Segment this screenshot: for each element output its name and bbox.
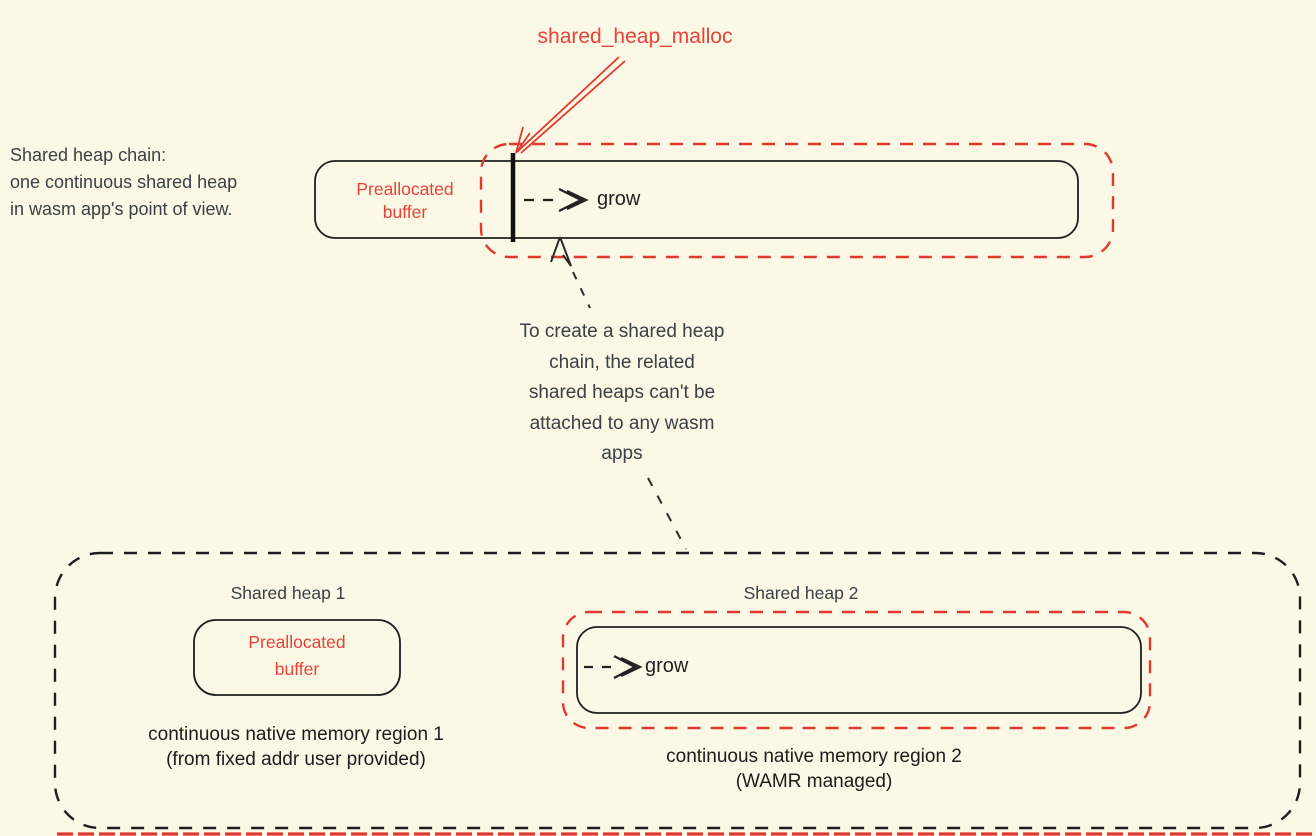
annotation-line: To create a shared heap xyxy=(519,321,725,342)
shared-heap-chain-annotation: To create a shared heap chain, the relat… xyxy=(472,317,772,470)
caption-line: (WAMR managed) xyxy=(735,771,893,792)
annotation-line: apps xyxy=(601,443,643,464)
heap-chain-shared-heap2-dashed-region xyxy=(479,142,1115,259)
annotation-line: shared heaps can't be xyxy=(528,382,716,403)
preallocated-buffer-label: Preallocated buffer xyxy=(356,179,454,222)
note-line: Shared heap chain: xyxy=(10,145,167,165)
heap-chain-note: Shared heap chain: one continuous shared… xyxy=(10,142,237,223)
shared-heap2-title: Shared heap 2 xyxy=(743,583,859,603)
memory-region1-caption: continuous native memory region 1 (from … xyxy=(116,722,476,772)
note-line: one continuous shared heap xyxy=(10,172,238,192)
annotation-line: attached to any wasm xyxy=(529,412,715,434)
preallocated-buffer-label: Preallocated buffer xyxy=(248,632,346,679)
caption-line: continuous native memory region 1 xyxy=(148,724,444,745)
caption-line: (from fixed addr user provided) xyxy=(166,749,426,770)
grow-label: grow xyxy=(597,188,641,210)
malloc-arrow xyxy=(515,56,626,154)
annotation-connector-top xyxy=(572,271,591,309)
attach-point-cursor-arrow xyxy=(550,236,572,267)
grow-arrow-icon xyxy=(524,188,589,212)
memory-region2-caption: continuous native memory region 2 (WAMR … xyxy=(614,744,1014,794)
grow-arrow-icon xyxy=(584,655,643,679)
annotation-connector-bottom xyxy=(647,477,687,550)
annotation-line: chain, the related xyxy=(549,351,695,373)
shared-heap-malloc-label: shared_heap_malloc xyxy=(537,25,733,48)
note-line: in wasm app's point of view. xyxy=(10,199,233,219)
grow-label: grow xyxy=(645,655,689,677)
shared-heap1-title: Shared heap 1 xyxy=(230,583,346,603)
caption-line: continuous native memory region 2 xyxy=(666,746,962,767)
